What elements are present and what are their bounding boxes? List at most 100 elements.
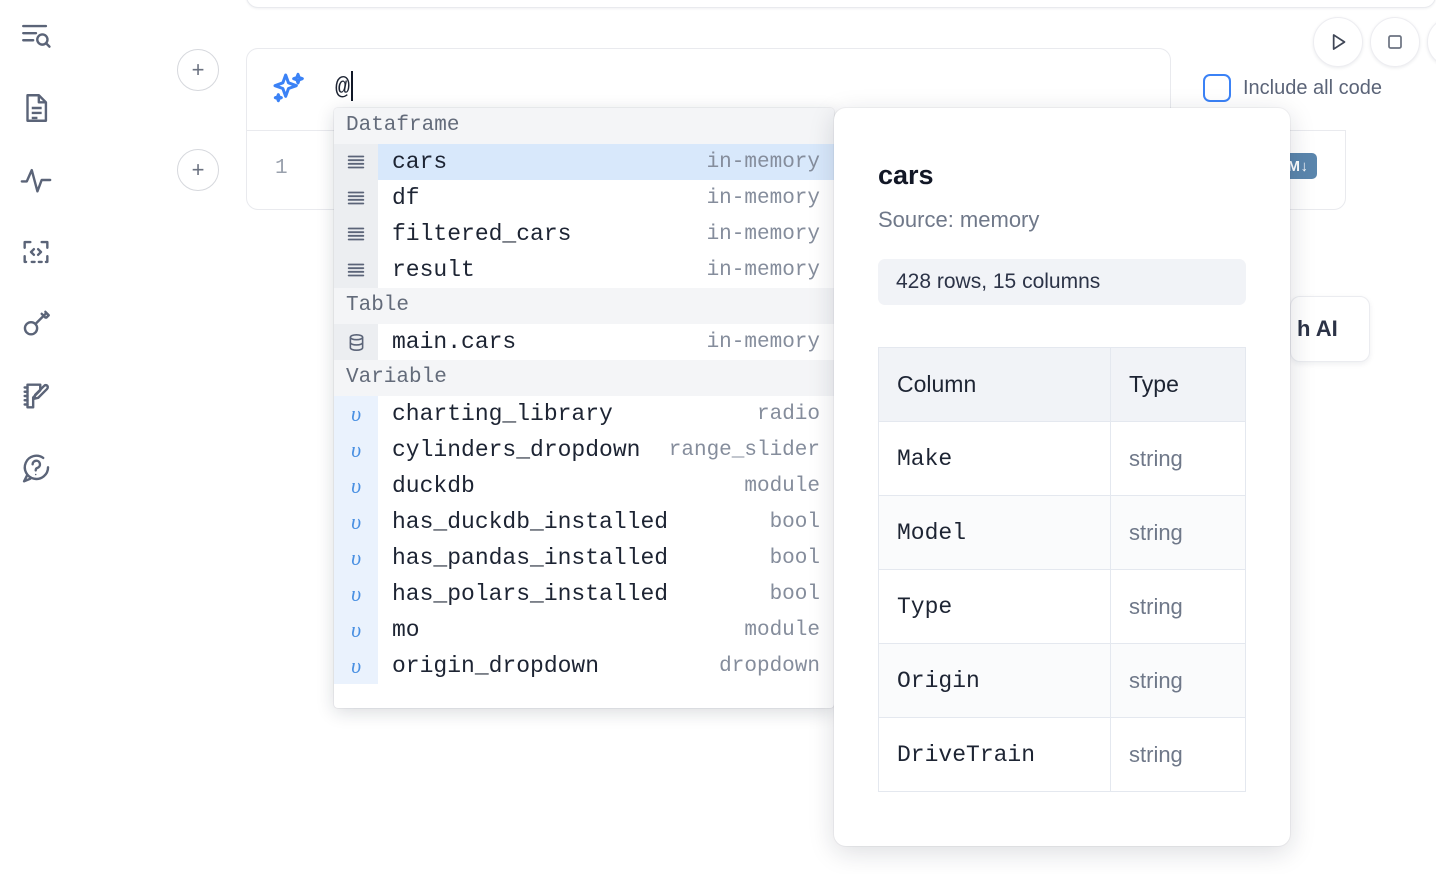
schema-column-name: Model — [878, 495, 1111, 570]
autocomplete-item-name: result — [392, 257, 475, 283]
autocomplete-item[interactable]: υ has_duckdb_installed bool — [334, 504, 834, 540]
autocomplete-item-kind: in-memory — [706, 330, 820, 354]
autocomplete-item-kind: module — [744, 618, 820, 642]
autocomplete-item-name: filtered_cars — [392, 221, 572, 247]
schema-header-type: Type — [1110, 347, 1246, 422]
autocomplete-item[interactable]: υ charting_library radio — [334, 396, 834, 432]
autocomplete-item-kind: bool — [769, 510, 820, 534]
autocomplete-item-name: main.cars — [392, 329, 517, 355]
ai-hint-label: h AI — [1297, 316, 1338, 341]
line-number: 1 — [275, 157, 288, 180]
help-icon[interactable] — [14, 446, 58, 490]
autocomplete-item-body: result in-memory — [378, 252, 834, 288]
autocomplete-item-kind: bool — [769, 546, 820, 570]
autocomplete-item-body: main.cars in-memory — [378, 324, 834, 360]
more-options-button[interactable] — [1427, 17, 1436, 67]
autocomplete-item[interactable]: main.cars in-memory — [334, 324, 834, 360]
info-shape-badge: 428 rows, 15 columns — [878, 259, 1246, 305]
activity-icon[interactable] — [14, 158, 58, 202]
include-all-code-row[interactable]: Include all code — [1203, 74, 1382, 102]
autocomplete-item-body: df in-memory — [378, 180, 834, 216]
autocomplete-group-header: Dataframe — [334, 108, 834, 144]
autocomplete-item-body: filtered_cars in-memory — [378, 216, 834, 252]
autocomplete-group-header: Variable — [334, 360, 834, 396]
autocomplete-item-kind: range_slider — [668, 438, 820, 462]
autocomplete-item-name: duckdb — [392, 473, 475, 499]
autocomplete-item-name: df — [392, 185, 420, 211]
autocomplete-item-kind: dropdown — [719, 654, 820, 678]
schema-column-type: string — [1110, 421, 1246, 496]
schema-column-name: Make — [878, 421, 1111, 496]
add-cell-above-button[interactable]: + — [177, 49, 219, 91]
dataframe-info-panel: cars Source: memory 428 rows, 15 columns… — [834, 108, 1290, 846]
schema-column-name: Type — [878, 569, 1111, 644]
notebook-file-icon[interactable] — [14, 86, 58, 130]
variable-icon: υ — [334, 612, 378, 648]
autocomplete-group-header: Table — [334, 288, 834, 324]
info-title: cars — [878, 160, 934, 190]
autocomplete-item-kind: in-memory — [706, 258, 820, 282]
variable-icon: υ — [334, 576, 378, 612]
scratchpad-icon[interactable] — [14, 374, 58, 418]
autocomplete-item[interactable]: cars in-memory — [334, 144, 834, 180]
add-cell-below-button[interactable]: + — [177, 149, 219, 191]
dataframe-icon — [334, 180, 378, 216]
add-cell-below-label: + — [191, 157, 205, 182]
text-caret — [351, 71, 354, 101]
code-snippet-icon[interactable] — [14, 230, 58, 274]
dataframe-icon — [334, 252, 378, 288]
explore-icon[interactable] — [14, 14, 58, 58]
autocomplete-item-kind: in-memory — [706, 150, 820, 174]
dataframe-icon — [334, 144, 378, 180]
variable-icon: υ — [334, 396, 378, 432]
ai-hint-card[interactable]: h AI — [1290, 296, 1370, 362]
autocomplete-item-kind: in-memory — [706, 186, 820, 210]
top-panel — [246, 0, 1436, 8]
ai-prompt-input[interactable]: @ — [335, 71, 354, 102]
autocomplete-item[interactable]: df in-memory — [334, 180, 834, 216]
variable-icon: υ — [334, 432, 378, 468]
variable-icon: υ — [334, 648, 378, 684]
schema-column-type: string — [1110, 643, 1246, 718]
autocomplete-item-name: has_duckdb_installed — [392, 509, 669, 535]
autocomplete-item[interactable]: filtered_cars in-memory — [334, 216, 834, 252]
variable-icon: υ — [334, 468, 378, 504]
autocomplete-item-name: cars — [392, 149, 448, 175]
markdown-badge-label: M — [1287, 157, 1301, 175]
include-all-code-label: Include all code — [1243, 76, 1382, 99]
include-all-code-checkbox[interactable] — [1203, 74, 1231, 102]
schema-column-type: string — [1110, 495, 1246, 570]
stop-button[interactable] — [1370, 17, 1420, 67]
key-icon[interactable] — [14, 302, 58, 346]
autocomplete-item-name: mo — [392, 617, 420, 643]
autocomplete-item-kind: bool — [769, 582, 820, 606]
autocomplete-item-kind: radio — [756, 402, 820, 426]
run-button[interactable] — [1313, 17, 1363, 67]
autocomplete-item-name: charting_library — [392, 401, 613, 427]
schema-header-row: Column Type — [878, 347, 1246, 422]
table-icon — [334, 324, 378, 360]
autocomplete-item-kind: in-memory — [706, 222, 820, 246]
schema-column-type: string — [1110, 717, 1246, 792]
dataframe-icon — [334, 216, 378, 252]
autocomplete-item[interactable]: υ origin_dropdown dropdown — [334, 648, 834, 684]
autocomplete-item[interactable]: result in-memory — [334, 252, 834, 288]
variable-icon: υ — [334, 504, 378, 540]
autocomplete-item-name: origin_dropdown — [392, 653, 600, 679]
autocomplete-item-body: mo module — [378, 612, 834, 648]
schema-column-name: Origin — [878, 643, 1111, 718]
autocomplete-item-body: cars in-memory — [378, 144, 834, 180]
sidebar-rail — [0, 0, 72, 874]
